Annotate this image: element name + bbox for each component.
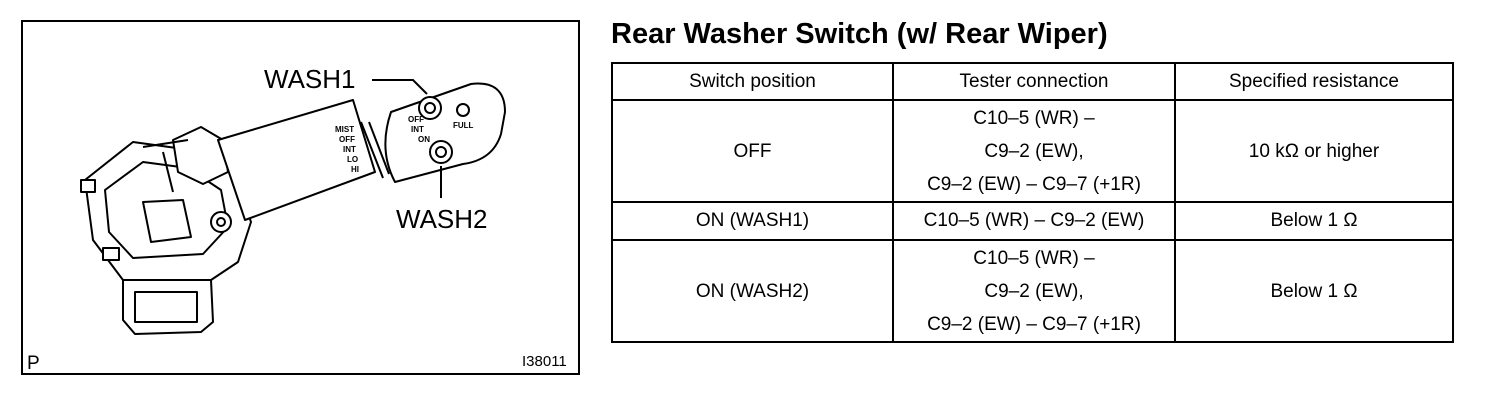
cell-position: ON (WASH1) (611, 201, 894, 241)
stalk-marking: INT (343, 145, 356, 154)
cell-position: ON (WASH2) (611, 239, 894, 343)
knob-marking: INT (411, 125, 424, 134)
connection-line: C9–2 (EW) – C9–7 (+1R) (927, 313, 1141, 335)
header-specified-resistance: Specified resistance (1174, 62, 1454, 101)
stalk-marking: MIST (335, 125, 354, 134)
stalk-marking: LO (347, 155, 358, 164)
corner-label: P (27, 353, 40, 374)
combination-switch-drawing: MIST OFF INT LO HI OFF INT ON FULL (80, 79, 506, 335)
cell-position: OFF (611, 99, 894, 203)
connection-line: C10–5 (WR) – C9–2 (EW) (923, 210, 1145, 231)
switch-illustration: MIST OFF INT LO HI OFF INT ON FULL WASH1… (21, 20, 580, 375)
header-tester-connection: Tester connection (892, 62, 1176, 101)
cell-connection: C10–5 (WR) – C9–2 (EW) (892, 201, 1176, 241)
wiper-stalk (217, 99, 376, 221)
table-row: OFF C10–5 (WR) – C9–2 (EW), C9–2 (EW) – … (611, 99, 1454, 203)
connection-line: C9–2 (EW) – C9–7 (+1R) (927, 173, 1141, 195)
washer-symbol-icon (456, 103, 470, 117)
cell-resistance: Below 1 Ω (1174, 239, 1454, 343)
connector-socket (134, 291, 198, 323)
knob-marking: OFF (408, 115, 424, 124)
wash2-callout: WASH2 (396, 204, 488, 234)
stalk-marking: OFF (339, 135, 355, 144)
wiper-knob (384, 82, 506, 183)
connection-line: C10–5 (WR) – (973, 107, 1095, 129)
wash1-callout: WASH1 (264, 64, 356, 94)
cell-connection: C10–5 (WR) – C9–2 (EW), C9–2 (EW) – C9–7… (892, 99, 1176, 203)
resistance-spec-table: Switch position Tester connection Specif… (611, 62, 1454, 343)
cell-connection: C10–5 (WR) – C9–2 (EW), C9–2 (EW) – C9–7… (892, 239, 1176, 343)
figure-code: I38011 (522, 353, 567, 370)
connection-line: C9–2 (EW), (984, 280, 1084, 302)
page-title: Rear Washer Switch (w/ Rear Wiper) (611, 18, 1108, 50)
knob-marking: FULL (453, 121, 474, 130)
table-row: ON (WASH1) C10–5 (WR) – C9–2 (EW) Below … (611, 201, 1454, 241)
table-header-row: Switch position Tester connection Specif… (611, 62, 1454, 101)
cell-resistance: Below 1 Ω (1174, 201, 1454, 241)
cell-resistance: 10 kΩ or higher (1174, 99, 1454, 203)
knob-marking: ON (418, 135, 430, 144)
table-row: ON (WASH2) C10–5 (WR) – C9–2 (EW), C9–2 … (611, 239, 1454, 343)
wash1-leader-line (372, 79, 428, 95)
stalk-marking: HI (351, 165, 359, 174)
header-switch-position: Switch position (611, 62, 894, 101)
connection-line: C9–2 (EW), (984, 140, 1084, 162)
connection-line: C10–5 (WR) – (973, 247, 1095, 269)
